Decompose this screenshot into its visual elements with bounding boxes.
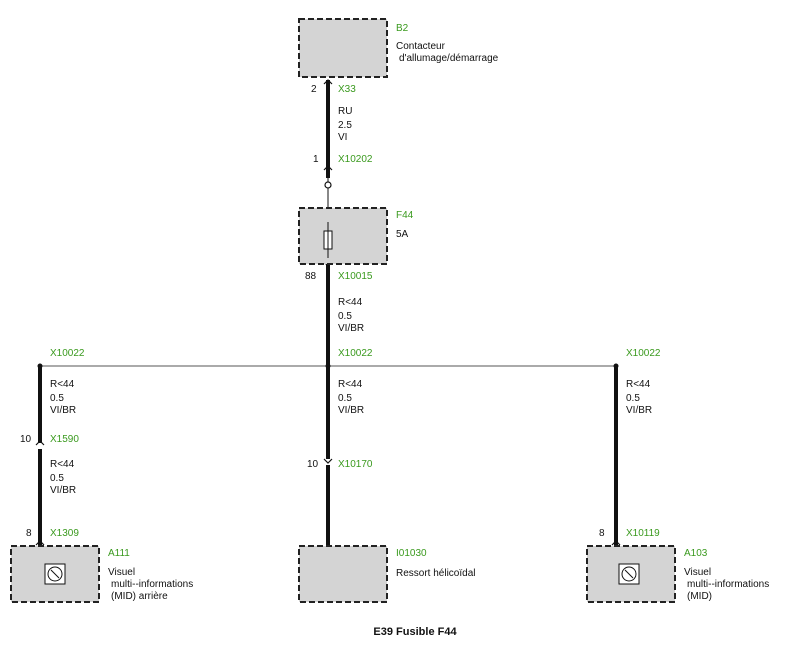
wire-left2-code: VI/BR — [50, 485, 76, 496]
wire-left2-color: R<44 — [50, 459, 75, 470]
connector-x1309-symbol — [35, 540, 45, 546]
component-a111-desc-2: multi--informations — [111, 579, 193, 590]
connector-x10119-pin: 8 — [599, 528, 605, 539]
connector-x10170-symbol — [323, 458, 333, 464]
component-a103-desc-1: Visuel — [684, 567, 711, 578]
component-a103-id: A103 — [684, 548, 708, 559]
diagram-title: E39 Fusible F44 — [373, 626, 457, 638]
connector-x10202-symbol — [323, 165, 333, 171]
display-icon-a103 — [618, 563, 640, 585]
component-f44-id: F44 — [396, 210, 414, 221]
x10202-terminal — [324, 181, 332, 189]
component-i01030-id: I01030 — [396, 548, 427, 559]
wire-w2-color: R<44 — [338, 297, 363, 308]
splice-point-left — [37, 363, 43, 369]
wire-w2-section: 0.5 — [338, 311, 352, 322]
connector-x10170-name: X10170 — [338, 459, 373, 470]
component-a111-id: A111 — [108, 548, 130, 559]
component-b2-desc-2: d'allumage/démarrage — [399, 53, 499, 64]
connector-x1590-name: X1590 — [50, 434, 79, 445]
component-f44-desc-1: 5A — [396, 229, 409, 240]
connector-x33-pin: 2 — [311, 84, 317, 95]
connector-x10202-name: X10202 — [338, 154, 373, 165]
wire-w1-section: 2.5 — [338, 120, 352, 131]
connector-x10015-pin: 88 — [305, 271, 317, 282]
fuse-symbol — [323, 222, 333, 258]
component-a103-desc-3: (MID) — [687, 591, 712, 602]
wire-right-section: 0.5 — [626, 393, 640, 404]
component-b2-desc-1: Contacteur — [396, 41, 446, 52]
connector-x10022-right-name: X10022 — [626, 348, 661, 359]
wire-w1-color: RU — [338, 106, 352, 117]
component-i01030-desc-1: Ressort hélicoïdal — [396, 568, 475, 579]
component-b2-box[interactable] — [298, 18, 388, 78]
splice-point-right — [613, 363, 619, 369]
component-a103-desc-2: multi--informations — [687, 579, 769, 590]
wire-left-color: R<44 — [50, 379, 75, 390]
connector-x10022-left-name: X10022 — [50, 348, 85, 359]
wire-right-code: VI/BR — [626, 405, 652, 416]
connector-x1309-name: X1309 — [50, 528, 79, 539]
wire-w2-code: VI/BR — [338, 323, 364, 334]
wire-w1-code: VI — [338, 132, 347, 143]
display-icon-a111 — [44, 563, 66, 585]
connector-x10202-pin: 1 — [313, 154, 319, 165]
connector-x10170-pin: 10 — [307, 459, 319, 470]
connector-x10119-symbol — [611, 540, 621, 546]
component-a111-desc-3: (MID) arrière — [111, 591, 168, 602]
wire-left2-section: 0.5 — [50, 473, 64, 484]
connector-x1590-symbol — [35, 440, 45, 446]
wire-left-section: 0.5 — [50, 393, 64, 404]
wire-center-color: R<44 — [338, 379, 363, 390]
connector-x10015-name: X10015 — [338, 271, 373, 282]
component-i01030-box[interactable] — [298, 545, 388, 603]
connector-x1309-pin: 8 — [26, 528, 32, 539]
wire-center-code: VI/BR — [338, 405, 364, 416]
component-a111-desc-1: Visuel — [108, 567, 135, 578]
component-f44-box[interactable] — [298, 207, 388, 265]
splice-point-center — [325, 363, 331, 369]
wire-right-color: R<44 — [626, 379, 651, 390]
connector-x10119-name: X10119 — [626, 528, 660, 539]
connector-x33-name: X33 — [338, 84, 356, 95]
connector-x33-symbol — [323, 79, 333, 85]
connector-x10022-center-name: X10022 — [338, 348, 373, 359]
wire-center-section: 0.5 — [338, 393, 352, 404]
wire-left-code: VI/BR — [50, 405, 76, 416]
component-b2-id: B2 — [396, 23, 409, 34]
connector-x1590-pin: 10 — [20, 434, 32, 445]
